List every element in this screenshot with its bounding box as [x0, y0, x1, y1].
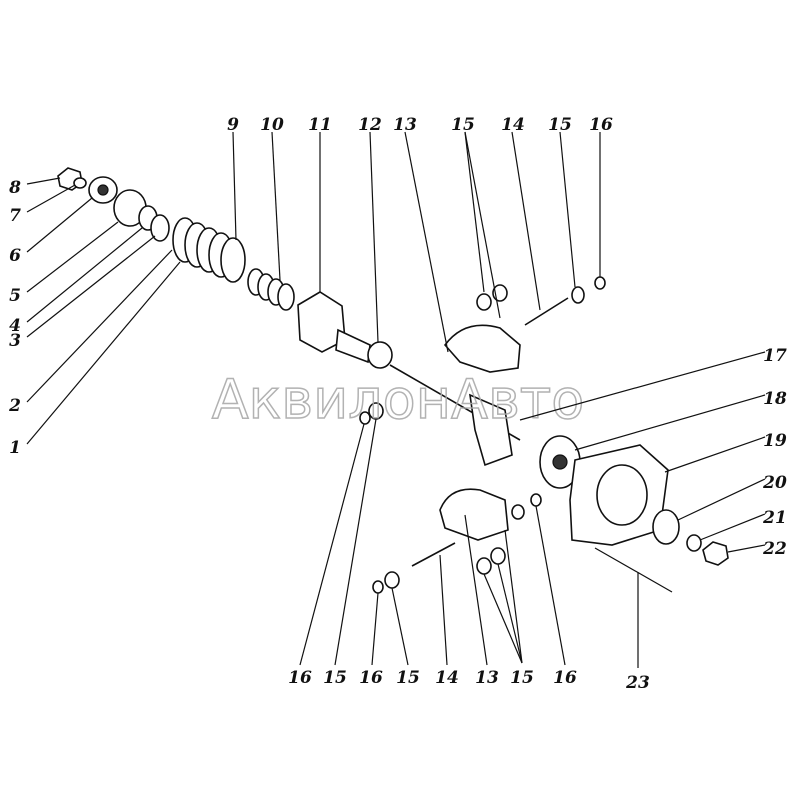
- washer-21: [686, 534, 702, 552]
- callout-11: 11: [308, 115, 332, 135]
- callouts-top: 9 10 11 12 13 15 14 15 16: [227, 115, 613, 135]
- callout-8: 8: [8, 178, 21, 198]
- callout-16: 16: [359, 668, 383, 688]
- callout-22: 22: [762, 539, 787, 559]
- callout-7: 7: [9, 206, 21, 226]
- callout-19: 19: [763, 431, 787, 451]
- callout-15: 15: [323, 668, 347, 688]
- gear-20: [652, 509, 680, 545]
- cross-piece: [469, 393, 513, 467]
- callout-23: 23: [625, 673, 650, 693]
- callout-3: 3: [9, 331, 21, 351]
- washer-7: [73, 177, 87, 189]
- callout-13: 13: [393, 115, 417, 135]
- callout-2: 2: [8, 396, 21, 416]
- weight-13-upper: [443, 324, 521, 373]
- callout-12: 12: [358, 115, 382, 135]
- callout-18: 18: [763, 389, 787, 409]
- callout-14: 14: [501, 115, 525, 135]
- pin-14-lower: [411, 542, 456, 567]
- ring-3: [150, 214, 170, 242]
- callout-15: 15: [510, 668, 534, 688]
- callouts-bottom: 16 15 16 15 14 13 15 16 23: [288, 668, 650, 693]
- callout-6: 6: [9, 246, 21, 266]
- callout-17: 17: [763, 346, 787, 366]
- leader-lines: [26, 131, 766, 668]
- callout-16: 16: [288, 668, 312, 688]
- parts-drawing: [57, 167, 729, 594]
- callout-15: 15: [451, 115, 475, 135]
- spring-9: [172, 217, 246, 283]
- callouts-left: 8 7 6 5 4 3 2 1: [8, 178, 21, 458]
- wire-23: [594, 547, 673, 593]
- callout-21: 21: [762, 508, 787, 528]
- callout-20: 20: [762, 473, 787, 493]
- callout-16: 16: [589, 115, 613, 135]
- callout-13: 13: [475, 668, 499, 688]
- callout-1: 1: [9, 438, 21, 458]
- weight-13-lower: [439, 488, 509, 541]
- nut-22: [702, 541, 729, 566]
- callout-4: 4: [9, 316, 21, 336]
- callout-9: 9: [227, 115, 239, 135]
- callout-15: 15: [396, 668, 420, 688]
- callout-16: 16: [553, 668, 577, 688]
- callout-15: 15: [548, 115, 572, 135]
- pin-14-upper: [524, 297, 569, 326]
- watermark: АквилонАвто: [212, 368, 585, 431]
- spring-10: [247, 268, 295, 311]
- callout-10: 10: [260, 115, 284, 135]
- callout-5: 5: [9, 286, 21, 306]
- washer-12: [367, 341, 393, 369]
- callouts-right: 17 18 19 20 21 22: [762, 346, 787, 559]
- callout-14: 14: [435, 668, 459, 688]
